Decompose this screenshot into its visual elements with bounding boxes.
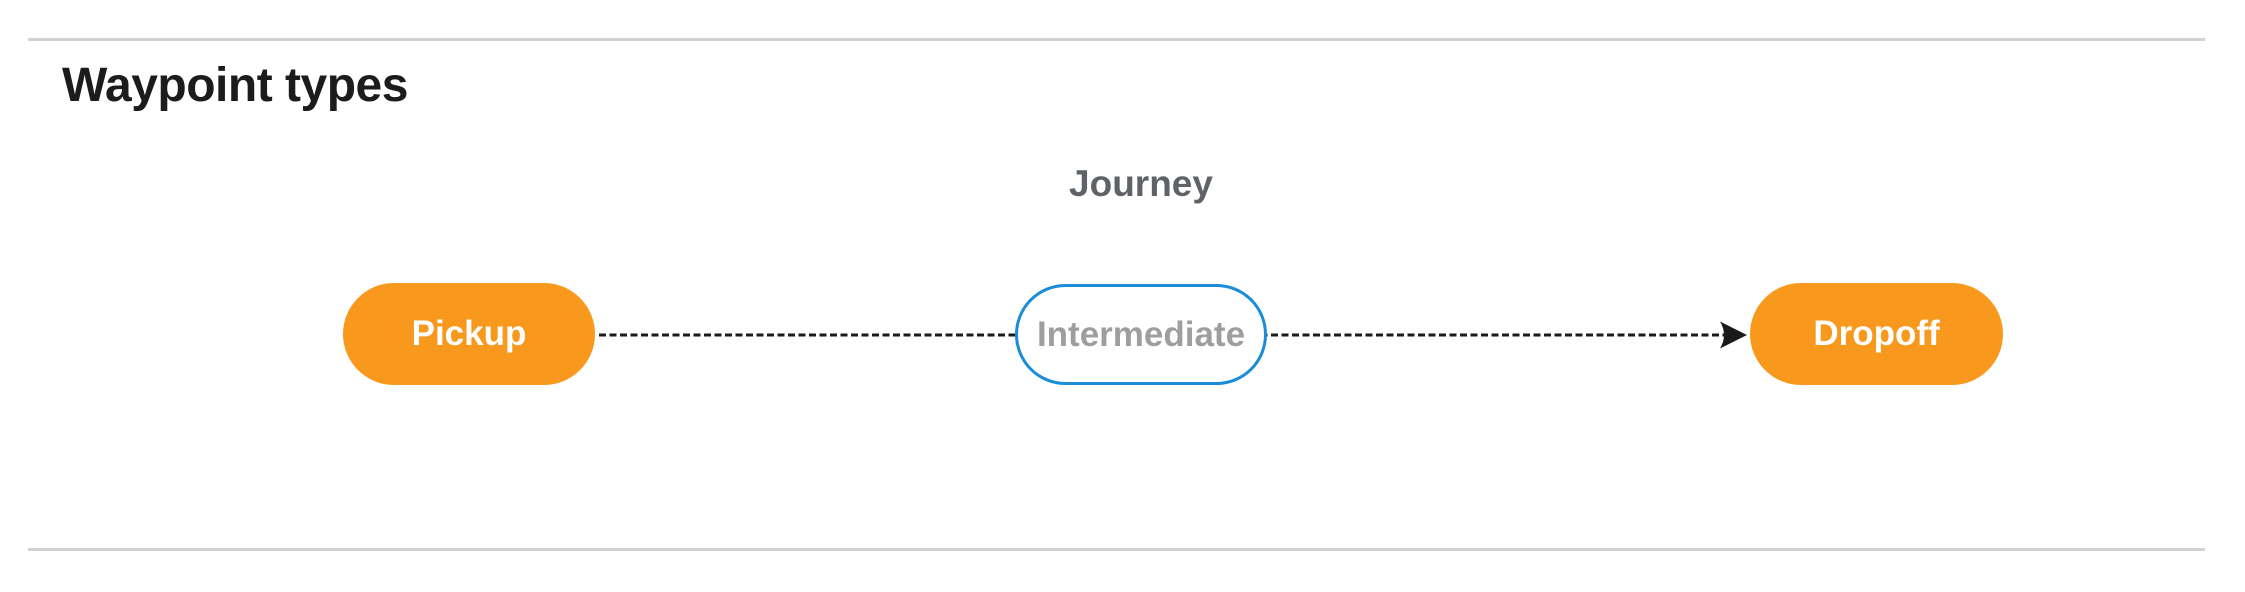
node-dropoff-label: Dropoff (1813, 314, 1940, 353)
node-intermediate: Intermediate (1015, 284, 1267, 385)
node-dropoff: Dropoff (1750, 283, 2003, 385)
node-pickup-label: Pickup (411, 314, 527, 353)
node-pickup: Pickup (343, 283, 595, 385)
journey-diagram-title: Journey (1069, 163, 1213, 204)
arrowhead-icon (1720, 321, 1747, 349)
page-title: Waypoint types (62, 59, 408, 112)
top-divider (28, 38, 2205, 41)
node-intermediate-label: Intermediate (1036, 314, 1246, 354)
bottom-divider (28, 548, 2205, 551)
